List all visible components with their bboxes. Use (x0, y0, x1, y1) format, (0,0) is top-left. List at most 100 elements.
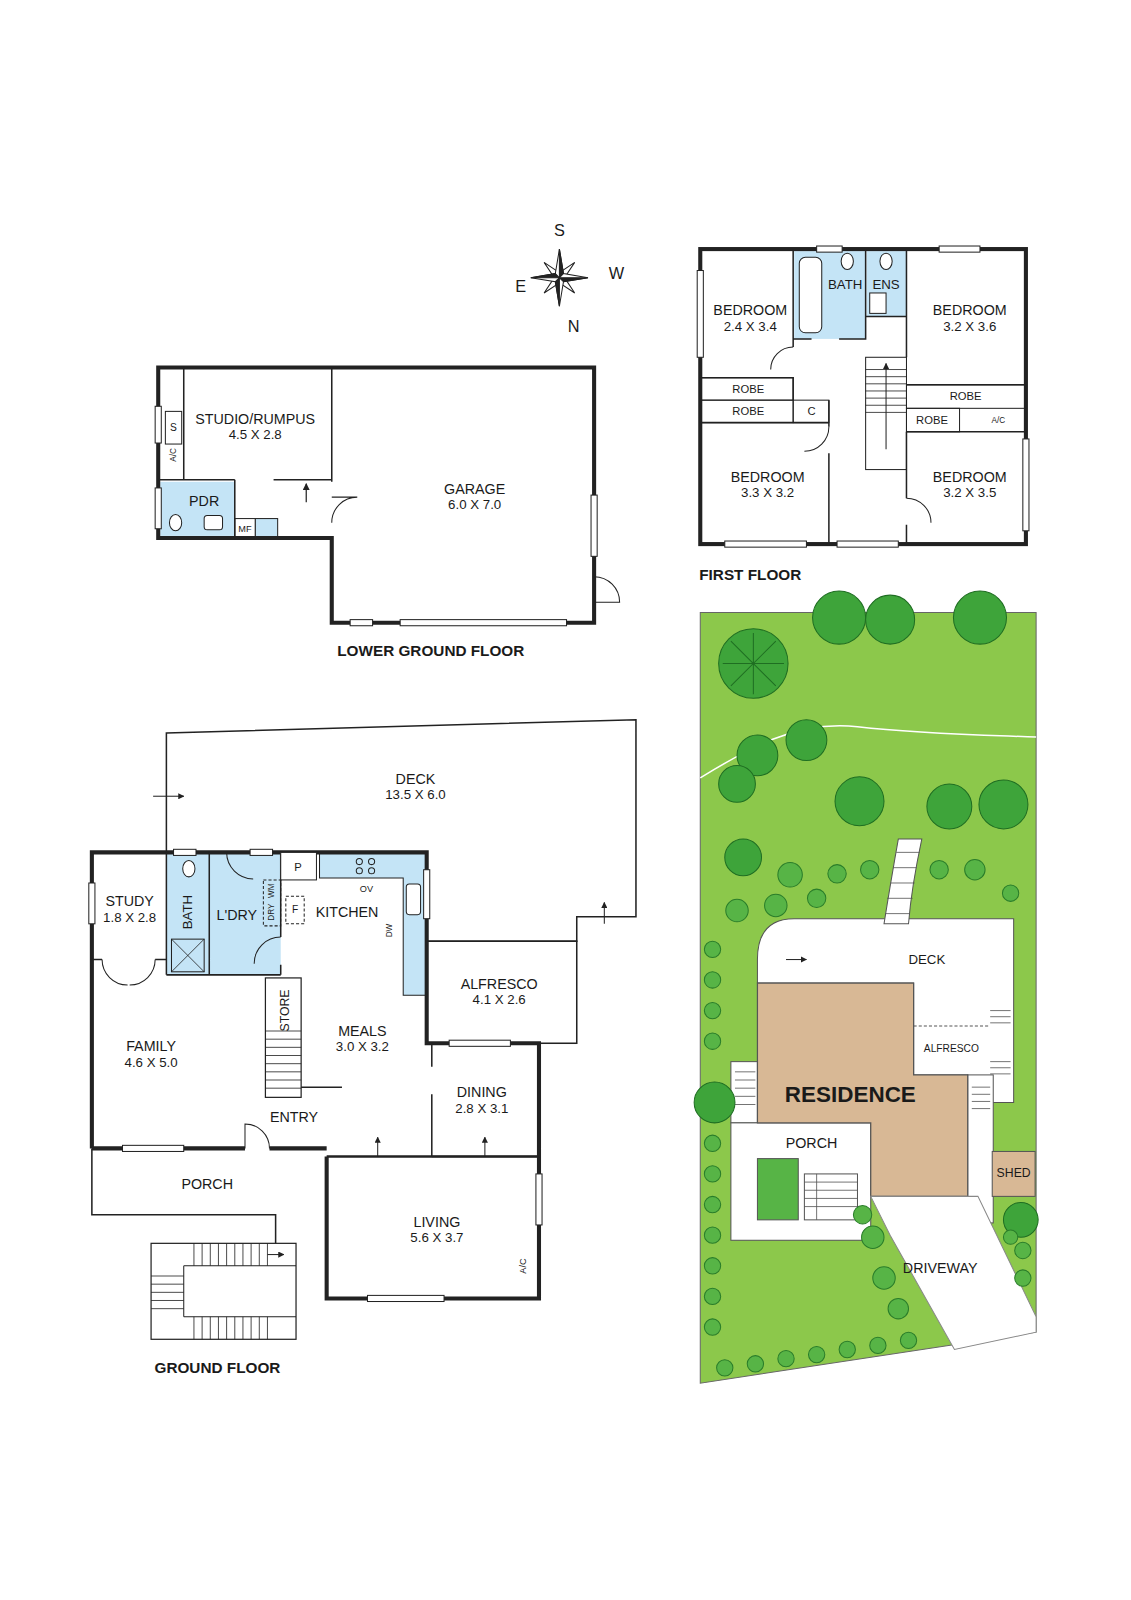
site-plan (731, 1062, 758, 1123)
room-name: L'DRY (217, 906, 258, 922)
site-plan (735, 1072, 755, 1105)
room-name: ROBE (732, 382, 764, 395)
site-plan (900, 1332, 916, 1348)
ground-floor-walls (432, 1043, 539, 1156)
plan-label: LOWER GROUND FLOOR (336, 641, 525, 661)
first-floor-walls (1023, 439, 1029, 531)
first-floor-walls (697, 246, 1029, 547)
room-label: ENS (870, 275, 901, 294)
site-plan (972, 1011, 1011, 1109)
room-label: C (805, 403, 817, 420)
lower-ground-floor-walls (155, 367, 619, 625)
first-floor-walls (799, 257, 821, 333)
ground-floor-walls (89, 720, 636, 1340)
lower-ground-floor-walls (235, 519, 255, 538)
site-plan (694, 591, 1038, 1383)
site-plan (757, 1159, 798, 1220)
first-floor-walls (700, 249, 1026, 544)
site-plan (862, 1226, 884, 1248)
room-name: BEDROOM (933, 303, 1007, 319)
room-label: BEDROOM3.2 X 3.6 (931, 301, 1009, 337)
site-plan (765, 894, 787, 916)
site-plan (700, 612, 1036, 1383)
ground-floor-walls (166, 720, 636, 942)
ground-floor-walls (174, 849, 196, 855)
site-plan (927, 784, 972, 829)
lower-ground-floor-walls (400, 620, 566, 626)
lower-ground-floor-walls (350, 620, 372, 626)
ground-floor-walls (265, 1031, 301, 1088)
room-label: L'DRY (214, 904, 259, 925)
room-name: DECK (908, 952, 945, 967)
compass-rose (559, 278, 588, 282)
room-size: 3.2 X 3.6 (933, 319, 1007, 334)
lower-ground-floor-walls (306, 484, 307, 502)
room-name: PORCH (786, 1135, 838, 1151)
room-name: F (292, 904, 298, 916)
lower-ground-floor-walls (594, 577, 620, 603)
site-plan (870, 1337, 886, 1353)
site-plan (726, 899, 748, 921)
first-floor-walls (804, 427, 828, 451)
site-plan (992, 1151, 1035, 1196)
room-name: MEALS (336, 1023, 389, 1039)
site-plan (1002, 885, 1018, 901)
site-plan (704, 972, 720, 988)
ground-floor-walls (153, 796, 184, 797)
site-plan (704, 941, 720, 957)
lower-ground-floor-walls (204, 516, 222, 530)
ground-floor-walls (89, 883, 95, 924)
ground-floor-walls (151, 1243, 267, 1339)
room-size: 4.1 X 2.6 (461, 993, 538, 1008)
ground-floor-walls (263, 880, 280, 926)
ground-floor-walls (102, 960, 155, 986)
ground-floor-walls (406, 884, 420, 915)
site-plan (930, 861, 948, 879)
room-name: PDR (189, 493, 219, 509)
site-plan (704, 860, 1031, 1377)
first-floor-walls (880, 253, 892, 269)
room-label: ALFRESCO (922, 1041, 981, 1057)
ground-floor-walls (449, 1040, 510, 1046)
compass-rose (555, 278, 559, 307)
site-plan (813, 591, 866, 644)
first-floor-walls (906, 408, 959, 431)
ground-floor-walls (327, 1155, 539, 1158)
ground-floor-walls (369, 858, 375, 864)
site-plan (704, 1319, 720, 1335)
room-name: ALFRESCO (924, 1043, 979, 1055)
room-name: GARAGE (444, 481, 505, 497)
ground-floor-walls (250, 849, 272, 855)
room-name: STUDIO/RUMPUS (195, 411, 315, 427)
lower-ground-floor-walls (158, 367, 332, 537)
room-name: ROBE (950, 390, 982, 403)
room-name: FAMILY (125, 1039, 178, 1055)
site-plan (694, 1082, 735, 1123)
first-floor-walls (866, 357, 907, 469)
room-label: BATH (826, 275, 865, 294)
room-name: MF (238, 523, 251, 534)
ground-floor-walls (171, 939, 204, 972)
site-plan (778, 1351, 794, 1367)
site-plan (704, 1135, 720, 1151)
ground-floor-walls (301, 1086, 342, 1088)
first-floor-walls (867, 251, 907, 316)
site-plan (723, 633, 784, 694)
lower-ground-floor-walls (255, 519, 277, 538)
site-plan (1015, 1242, 1031, 1258)
room-name: ENS (872, 277, 899, 292)
plan-label: DW (384, 923, 395, 939)
room-name: BEDROOM (713, 303, 787, 319)
site-plan (704, 1288, 720, 1304)
room-name: KITCHEN (316, 903, 379, 919)
room-label: MEALS3.0 X 3.2 (334, 1021, 391, 1057)
first-floor-walls (841, 253, 853, 269)
room-size: 2.8 X 3.1 (455, 1101, 508, 1116)
site-plan (717, 1360, 733, 1376)
compass-rose (531, 249, 588, 306)
room-name: BATH (828, 277, 862, 292)
ground-floor-walls (320, 852, 427, 995)
site-plan (888, 1298, 908, 1318)
ground-floor-walls (281, 852, 317, 880)
ground-floor-walls (171, 939, 204, 972)
